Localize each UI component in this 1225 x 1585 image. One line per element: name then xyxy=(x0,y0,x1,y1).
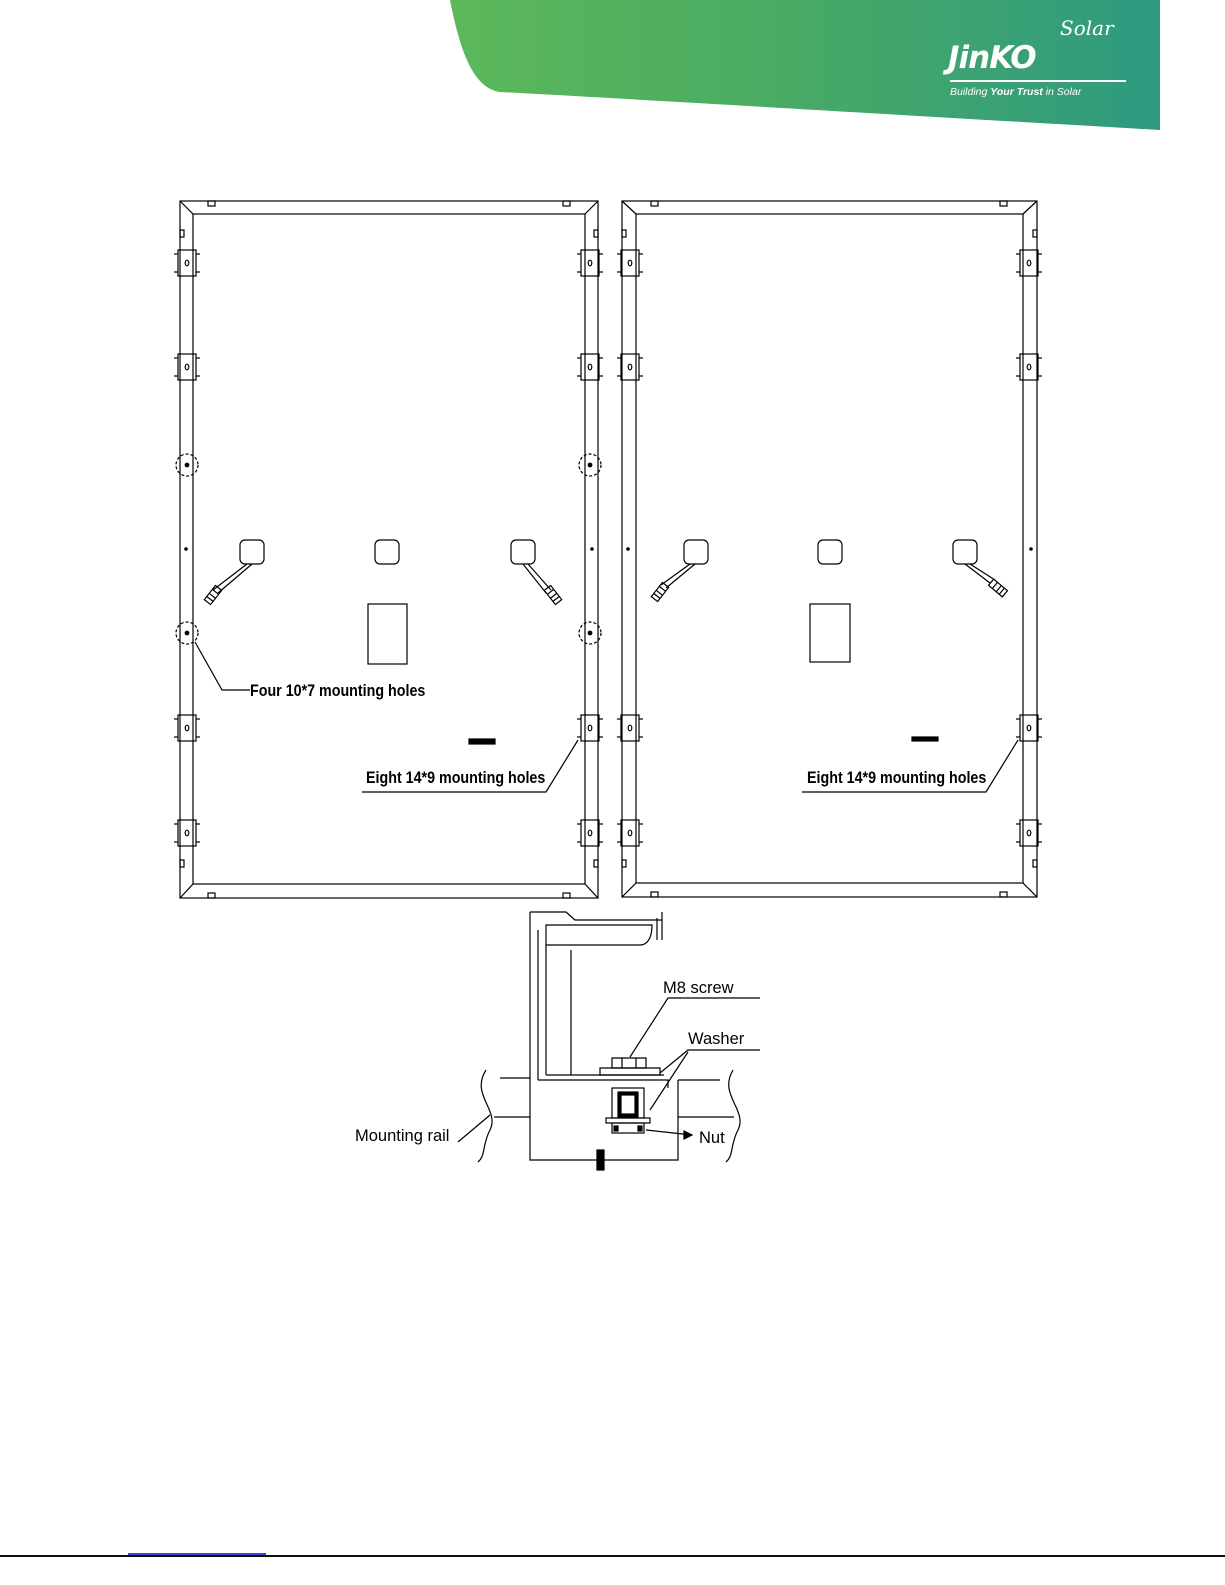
left-panel xyxy=(174,201,603,898)
label-m8-screw: M8 screw xyxy=(663,978,734,998)
footer-rule xyxy=(0,1555,1225,1557)
label-washer: Washer xyxy=(688,1029,744,1049)
label-eight-mounting-holes-left: Eight 14*9 mounting holes xyxy=(366,768,579,789)
label-four-mounting-holes: Four 10*7 mounting holes xyxy=(250,681,459,702)
label-eight-mounting-holes-right: Eight 14*9 mounting holes xyxy=(807,768,1020,789)
label-mounting-rail: Mounting rail xyxy=(355,1126,449,1146)
right-panel xyxy=(617,201,1042,897)
label-nut: Nut xyxy=(699,1128,725,1148)
